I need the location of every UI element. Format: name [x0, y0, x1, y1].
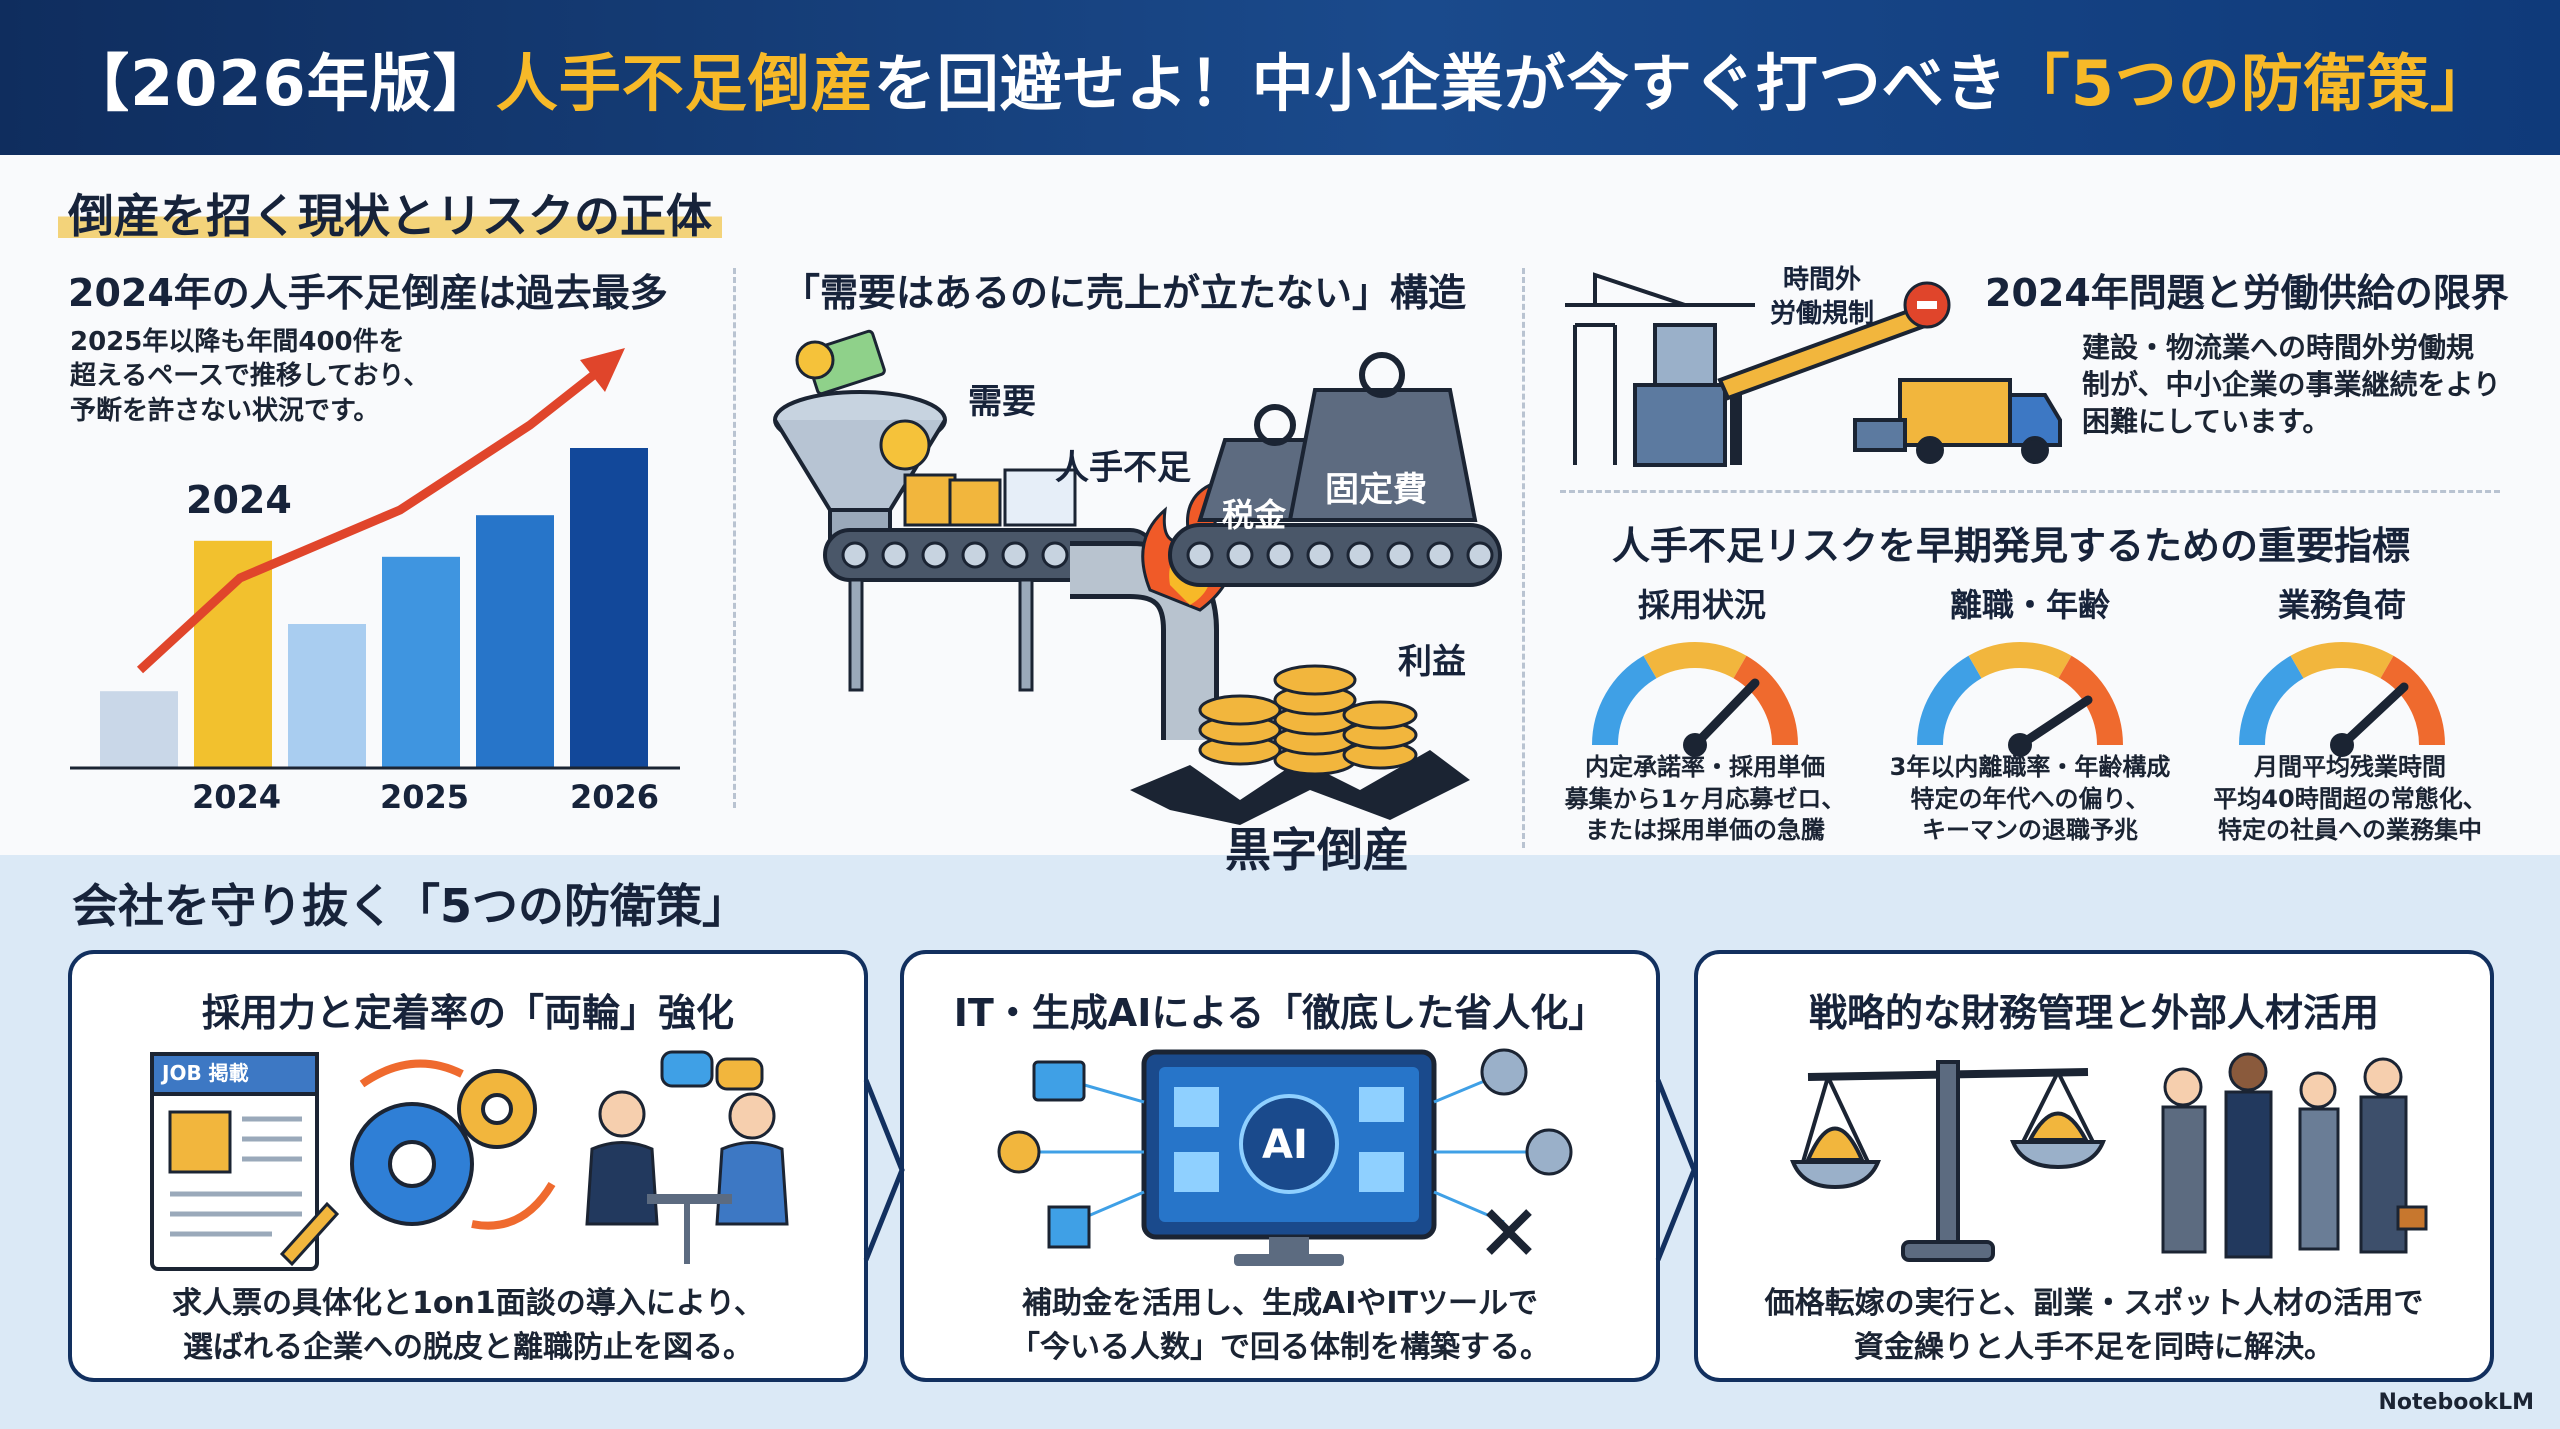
gauge-text-workload: 月間平均残業時間 平均40時間超の常態化、 特定の社員への業務集中 [2213, 753, 2487, 845]
gauges [1591, 641, 2446, 757]
card-recruitment: 採用力と定着率の「両輪」強化 JOB 掲載 求人票の具 [68, 950, 868, 1382]
connected-tools-icons [997, 1048, 1573, 1255]
structure-illustration [773, 329, 1502, 825]
header-part-2: 人手不足倒産 [495, 46, 874, 120]
gauge-workload-icon [2238, 641, 2446, 757]
gauge-label-turnover: 離職・年齢 [1949, 586, 2110, 624]
card-ai-title: IT・生成AIによる「徹底した省人化」 [953, 991, 1607, 1035]
col3-title: 2024年問題と労働供給の限界 [1985, 271, 2509, 315]
ai-illustration [997, 1048, 1573, 1266]
x-label-2024: 2024 [192, 778, 282, 816]
bankruptcy-bar-chart [70, 348, 680, 770]
recruitment-illustration [150, 1050, 789, 1271]
card-recruitment-title: 採用力と定着率の「両輪」強化 [201, 991, 734, 1035]
gauge-turnover-icon [1916, 641, 2124, 757]
label-tax: 税金 [1222, 496, 1287, 534]
bar [288, 624, 366, 768]
column-divider-1 [733, 268, 736, 808]
row-divider [1560, 490, 2500, 493]
indicators-title: 人手不足リスクを早期発見するための重要指標 [1612, 524, 2411, 568]
job-document-label: JOB 掲載 [162, 1061, 249, 1085]
gauge-text-turnover: 3年以内離職率・年齢構成 特定の年代への偏り、 キーマンの退職予兆 [1889, 753, 2171, 845]
bar-highlight-label: 2024 [186, 478, 292, 522]
ai-label: AI [1262, 1122, 1308, 1168]
label-black-ink-bankruptcy: 黒字倒産 [1225, 823, 1409, 877]
monitor-icon [1141, 1049, 1437, 1266]
x-label-2025: 2025 [380, 778, 470, 816]
gauge-text-hiring: 内定承諾率・採用単価 募集から1ヶ月応募ゼロ、 または採用単価の急騰 [1564, 753, 1846, 845]
finance-illustration [1790, 1052, 2428, 1262]
col1-title: 2024年の人手不足倒産は過去最多 [68, 271, 668, 315]
column-divider-2 [1522, 268, 1525, 848]
header-part-3: を回避せよ！中小企業が今すぐ打つべき [873, 46, 2008, 120]
section1-title: 倒産を招く現状とリスクの正体 [58, 180, 722, 246]
card-finance-text: 価格転嫁の実行と、副業・スポット人材の活用で 資金繰りと人手不足を同時に解決。 [1764, 1286, 2424, 1365]
gear-icon [350, 1059, 556, 1230]
label-shortage: 人手不足 [1055, 448, 1191, 488]
x-label-2026: 2026 [570, 778, 660, 816]
weights-icon [1168, 352, 1502, 587]
construction-logistics-illustration [1565, 272, 2062, 467]
label-profit: 利益 [1398, 642, 1466, 682]
crack-icon [1130, 750, 1470, 825]
bar [194, 540, 272, 768]
one-on-one-meeting-icon [585, 1050, 789, 1264]
label-demand: 需要 [968, 382, 1036, 422]
card-finance: 戦略的な財務管理と外部人材活用 価格転嫁の実行と、副業・スポット人材の活用で 資… [1694, 950, 2494, 1382]
card-ai: IT・生成AIによる「徹底した省人化」 AI 補助金を活用し、生成AIやITツー… [900, 950, 1660, 1382]
header-part-4: 「5つの防衛策」 [2007, 46, 2493, 120]
section2-title: 会社を守り抜く「5つの防衛策」 [72, 879, 749, 933]
brand-logo: NotebookLM [2378, 1390, 2534, 1415]
col2-title: 「需要はあるのに売上が立たない」構造 [782, 271, 1467, 315]
scale-icon [1790, 1060, 2106, 1262]
col3-text: 建設・物流業への時間外労働規 制が、中小企業の事業継続をより 困難にしています。 [2082, 331, 2501, 438]
bar [100, 691, 178, 768]
header-part-1: 【2026年版】 [67, 46, 496, 120]
card-ai-text: 補助金を活用し、生成AIやITツールで 「今いる人数」で回る体制を構築する。 [1010, 1286, 1550, 1365]
business-people-icon [2161, 1052, 2428, 1259]
coins-icon [1198, 664, 1418, 776]
col1-text: 2025年以降も年間400件を 超えるペースで推移しており、 予断を許さない状況… [70, 327, 430, 426]
arrow-right-icon [1655, 1079, 1697, 1261]
card-finance-title: 戦略的な財務管理と外部人材活用 [1808, 991, 2379, 1035]
regulation-sign: 時間外 労働規制 [1770, 265, 1875, 329]
crane-icon [1565, 272, 1755, 467]
truck-icon [1853, 378, 2062, 464]
bar [476, 515, 554, 768]
label-fixed-cost: 固定費 [1325, 470, 1427, 510]
job-document-icon [150, 1052, 340, 1271]
bar [382, 556, 460, 768]
card-recruitment-text: 求人票の具体化と1on1面談の導入により、 選ばれる企業への脱皮と離職防止を図る… [172, 1286, 764, 1365]
page-header: 【2026年版】 人手不足倒産 を回避せよ！中小企業が今すぐ打つべき 「5つの防… [0, 0, 2560, 155]
trend-arrow [136, 366, 603, 674]
gauge-label-workload: 業務負荷 [2277, 586, 2406, 624]
barrier-icon [1717, 281, 1951, 465]
trend-arrowhead [580, 348, 625, 392]
arrow-right-icon [863, 1079, 905, 1261]
bar [570, 448, 648, 768]
gauge-hiring-icon [1591, 641, 1799, 757]
gauge-label-hiring: 採用状況 [1637, 586, 1766, 624]
